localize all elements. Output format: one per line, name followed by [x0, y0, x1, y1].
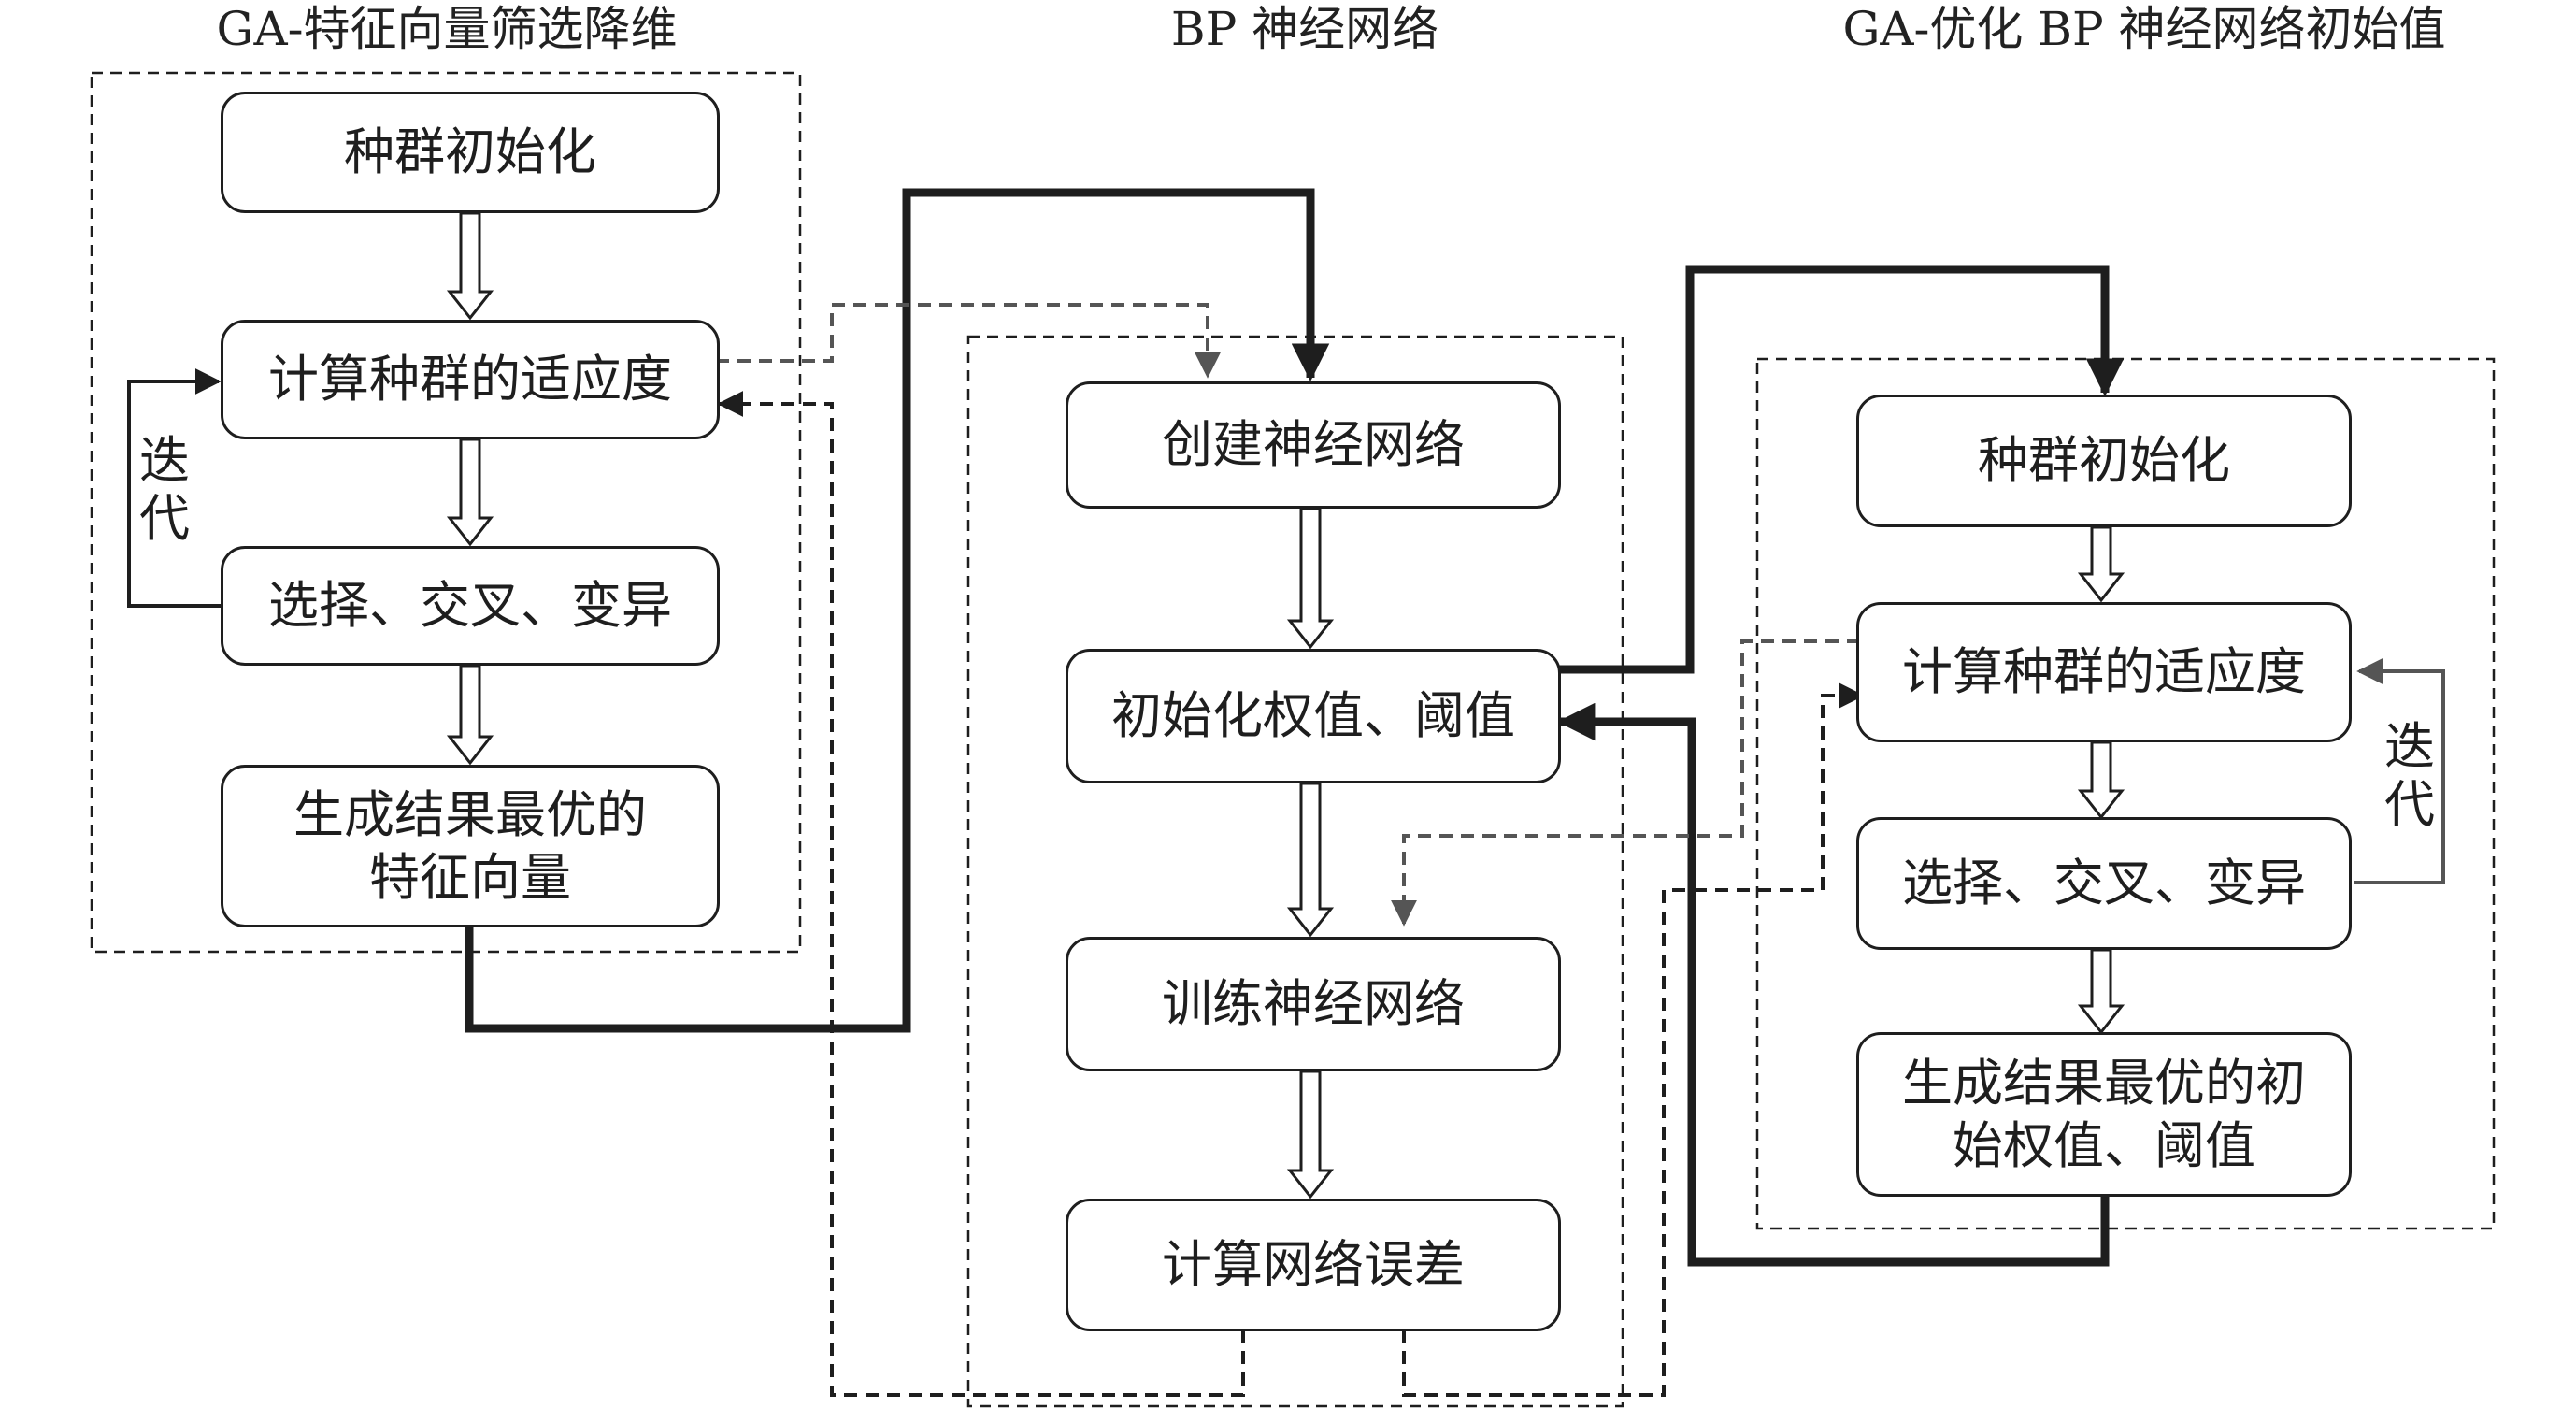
right-iteration-label: 迭 代 [2382, 717, 2438, 835]
left-result-label: 生成结果最优的 特征向量 [293, 783, 647, 910]
init-weights-box: 初始化权值、阈值 [1066, 649, 1561, 783]
left-fitness-to-bp-dashed [716, 303, 1221, 379]
right-population-init-box: 种群初始化 [1856, 395, 2352, 527]
right-section-frame [1755, 357, 2496, 1230]
train-network-box: 训练神经网络 [1066, 937, 1561, 1071]
left-fitness-label: 计算种群的适应度 [268, 350, 672, 409]
train-network-label: 训练神经网络 [1162, 974, 1465, 1034]
middle-hollow-arrows [1286, 507, 1335, 1200]
right-result-line2: 始权值、阈值 [1953, 1116, 2255, 1175]
right-fitness-label: 计算种群的适应度 [1902, 642, 2306, 702]
network-error-box: 计算网络误差 [1066, 1199, 1561, 1331]
right-section-title: GA-优化 BP 神经网络初始值 [1842, 2, 2446, 56]
error-to-left-fitness-dashed [717, 391, 1245, 1397]
left-iteration-loop [127, 368, 222, 608]
right-fitness-box: 计算种群的适应度 [1856, 602, 2352, 742]
left-section-title: GA-特征向量筛选降维 [216, 2, 678, 56]
right-result-label: 生成结果最优的初 始权值、阈值 [1902, 1052, 2306, 1178]
middle-section-frame [966, 335, 1624, 1408]
optimal-weights-back-arrow [1556, 702, 2110, 1267]
left-section-frame [90, 71, 802, 954]
left-result-box: 生成结果最优的 特征向量 [221, 765, 720, 927]
left-selection-label: 选择、交叉、变异 [268, 576, 672, 636]
right-iteration-loop [2354, 658, 2445, 884]
right-selection-box: 选择、交叉、变异 [1856, 817, 2352, 950]
left-fitness-box: 计算种群的适应度 [221, 320, 720, 439]
left-result-line1: 生成结果最优的 [293, 784, 647, 844]
feature-vector-to-bp-arrow [465, 188, 1330, 1033]
middle-section-title: BP 神经网络 [1170, 2, 1439, 56]
left-result-line2: 特征向量 [369, 848, 571, 907]
create-network-box: 创建神经网络 [1066, 381, 1561, 509]
right-result-line1: 生成结果最优的初 [1902, 1053, 2306, 1113]
left-selection-box: 选择、交叉、变异 [221, 546, 720, 666]
left-population-init-label: 种群初始化 [344, 122, 596, 182]
right-hollow-arrows [2077, 525, 2125, 1035]
right-result-box: 生成结果最优的初 始权值、阈值 [1856, 1032, 2352, 1197]
right-selection-label: 选择、交叉、变异 [1902, 854, 2306, 913]
left-iteration-label: 迭 代 [136, 431, 193, 549]
init-weights-label: 初始化权值、阈值 [1111, 686, 1515, 746]
right-iteration-char1: 迭 [2384, 717, 2435, 776]
left-hollow-arrows [446, 211, 494, 766]
right-fitness-to-train-dashed [1391, 639, 1860, 927]
left-population-init-box: 种群初始化 [221, 92, 720, 213]
bp-to-ga-init-arrow [1557, 265, 2125, 674]
left-iteration-char2: 代 [139, 489, 190, 549]
network-error-label: 计算网络误差 [1162, 1235, 1465, 1295]
right-population-init-label: 种群初始化 [1978, 431, 2230, 491]
left-iteration-char1: 迭 [139, 431, 190, 490]
error-to-right-fitness-dashed [1402, 682, 1865, 1397]
right-iteration-char2: 代 [2384, 775, 2435, 835]
create-network-label: 创建神经网络 [1162, 415, 1465, 475]
